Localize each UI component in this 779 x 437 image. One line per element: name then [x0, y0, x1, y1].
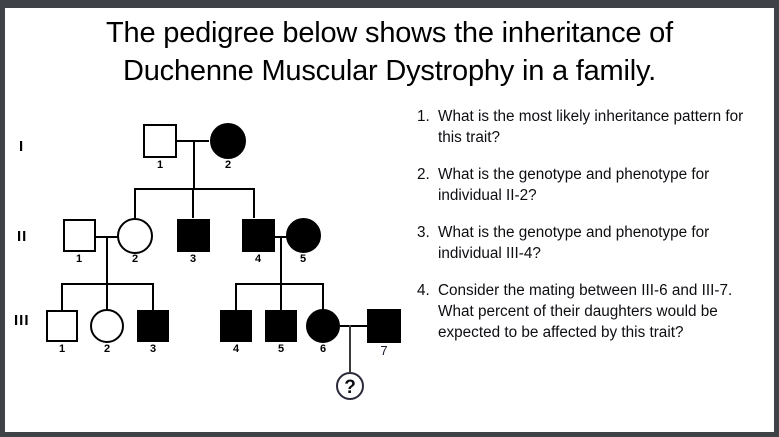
- question-item-2: 2. What is the genotype and phenotype fo…: [417, 164, 747, 206]
- id-label-iii-1: 1: [58, 343, 66, 355]
- sibship-drop-iii6: [322, 283, 325, 310]
- id-label-i-1: 1: [156, 159, 164, 171]
- descent-line-iii6-iii7: [349, 325, 352, 372]
- question-number-3: 3.: [417, 224, 430, 241]
- unknown-offspring-question-mark[interactable]: ?: [336, 372, 364, 400]
- individual-i-1[interactable]: [143, 124, 177, 158]
- id-label-iii-4: 4: [232, 343, 240, 355]
- sibship-drop-ii4: [253, 188, 256, 218]
- sibship-drop-iii1: [61, 283, 64, 310]
- individual-iii-7[interactable]: [367, 309, 401, 343]
- individual-ii-1[interactable]: [63, 219, 96, 252]
- question-text-1: What is the most likely inheritance patt…: [438, 108, 744, 146]
- question-number-4: 4.: [417, 282, 430, 299]
- title-line-2: Duchenne Muscular Dystrophy in a family.: [122, 55, 657, 87]
- mating-line-iii6-iii7: [340, 325, 368, 328]
- question-item-3: 3. What is the genotype and phenotype fo…: [417, 222, 747, 264]
- question-item-4: 4. Consider the mating between III-6 and…: [417, 280, 747, 343]
- question-text-3: What is the genotype and phenotype for i…: [438, 224, 710, 262]
- question-list: 1. What is the most likely inheritance p…: [417, 106, 747, 359]
- descent-line-ii4-ii5: [280, 236, 283, 284]
- sibship-drop-iii4: [235, 283, 238, 310]
- individual-iii-2[interactable]: [90, 309, 124, 343]
- page-title: The pedigree below shows the inheritance…: [5, 14, 774, 90]
- pedigree-diagram: I II III 1 2 1: [5, 8, 415, 432]
- individual-iii-6[interactable]: [306, 309, 340, 343]
- individual-iii-3[interactable]: [137, 310, 169, 342]
- descent-line-gen1: [193, 140, 196, 189]
- individual-ii-5[interactable]: [286, 218, 321, 253]
- individual-iii-4[interactable]: [220, 310, 252, 342]
- generation-label-i: I: [19, 138, 25, 155]
- sibship-drop-iii5: [280, 283, 283, 310]
- sibship-line-gen2: [135, 188, 255, 191]
- sibship-drop-iii3: [152, 283, 155, 310]
- sibship-drop-iii2: [106, 283, 109, 310]
- individual-ii-2[interactable]: [117, 218, 153, 254]
- id-label-iii-7: 7: [380, 343, 388, 358]
- sibship-drop-ii3: [192, 188, 195, 218]
- question-number-1: 1.: [417, 108, 430, 125]
- question-number-2: 2.: [417, 166, 430, 183]
- question-text-4: Consider the mating between III-6 and II…: [438, 282, 733, 341]
- id-label-ii-2: 2: [131, 253, 139, 265]
- id-label-iii-2: 2: [103, 343, 111, 355]
- id-label-ii-5: 5: [299, 253, 307, 265]
- id-label-ii-3: 3: [189, 253, 197, 265]
- slide-canvas: The pedigree below shows the inheritance…: [5, 8, 774, 432]
- title-line-1: The pedigree below shows the inheritance…: [106, 17, 673, 49]
- id-label-i-2: 2: [224, 159, 232, 171]
- question-item-1: 1. What is the most likely inheritance p…: [417, 106, 747, 148]
- sibship-line-gen3-right: [235, 283, 323, 286]
- id-label-iii-3: 3: [149, 343, 157, 355]
- individual-iii-5[interactable]: [265, 310, 297, 342]
- individual-ii-3[interactable]: [177, 219, 210, 252]
- id-label-ii-1: 1: [75, 253, 83, 265]
- individual-i-2[interactable]: [210, 123, 246, 159]
- id-label-iii-6: 6: [319, 343, 327, 355]
- generation-label-iii: III: [14, 312, 30, 329]
- question-text-2: What is the genotype and phenotype for i…: [438, 166, 710, 204]
- individual-ii-4[interactable]: [242, 219, 275, 252]
- id-label-ii-4: 4: [254, 253, 262, 265]
- individual-iii-1[interactable]: [46, 310, 78, 342]
- descent-line-ii1-ii2: [106, 236, 109, 284]
- id-label-iii-5: 5: [277, 343, 285, 355]
- generation-label-ii: II: [17, 228, 28, 245]
- sibship-drop-ii2: [134, 188, 137, 218]
